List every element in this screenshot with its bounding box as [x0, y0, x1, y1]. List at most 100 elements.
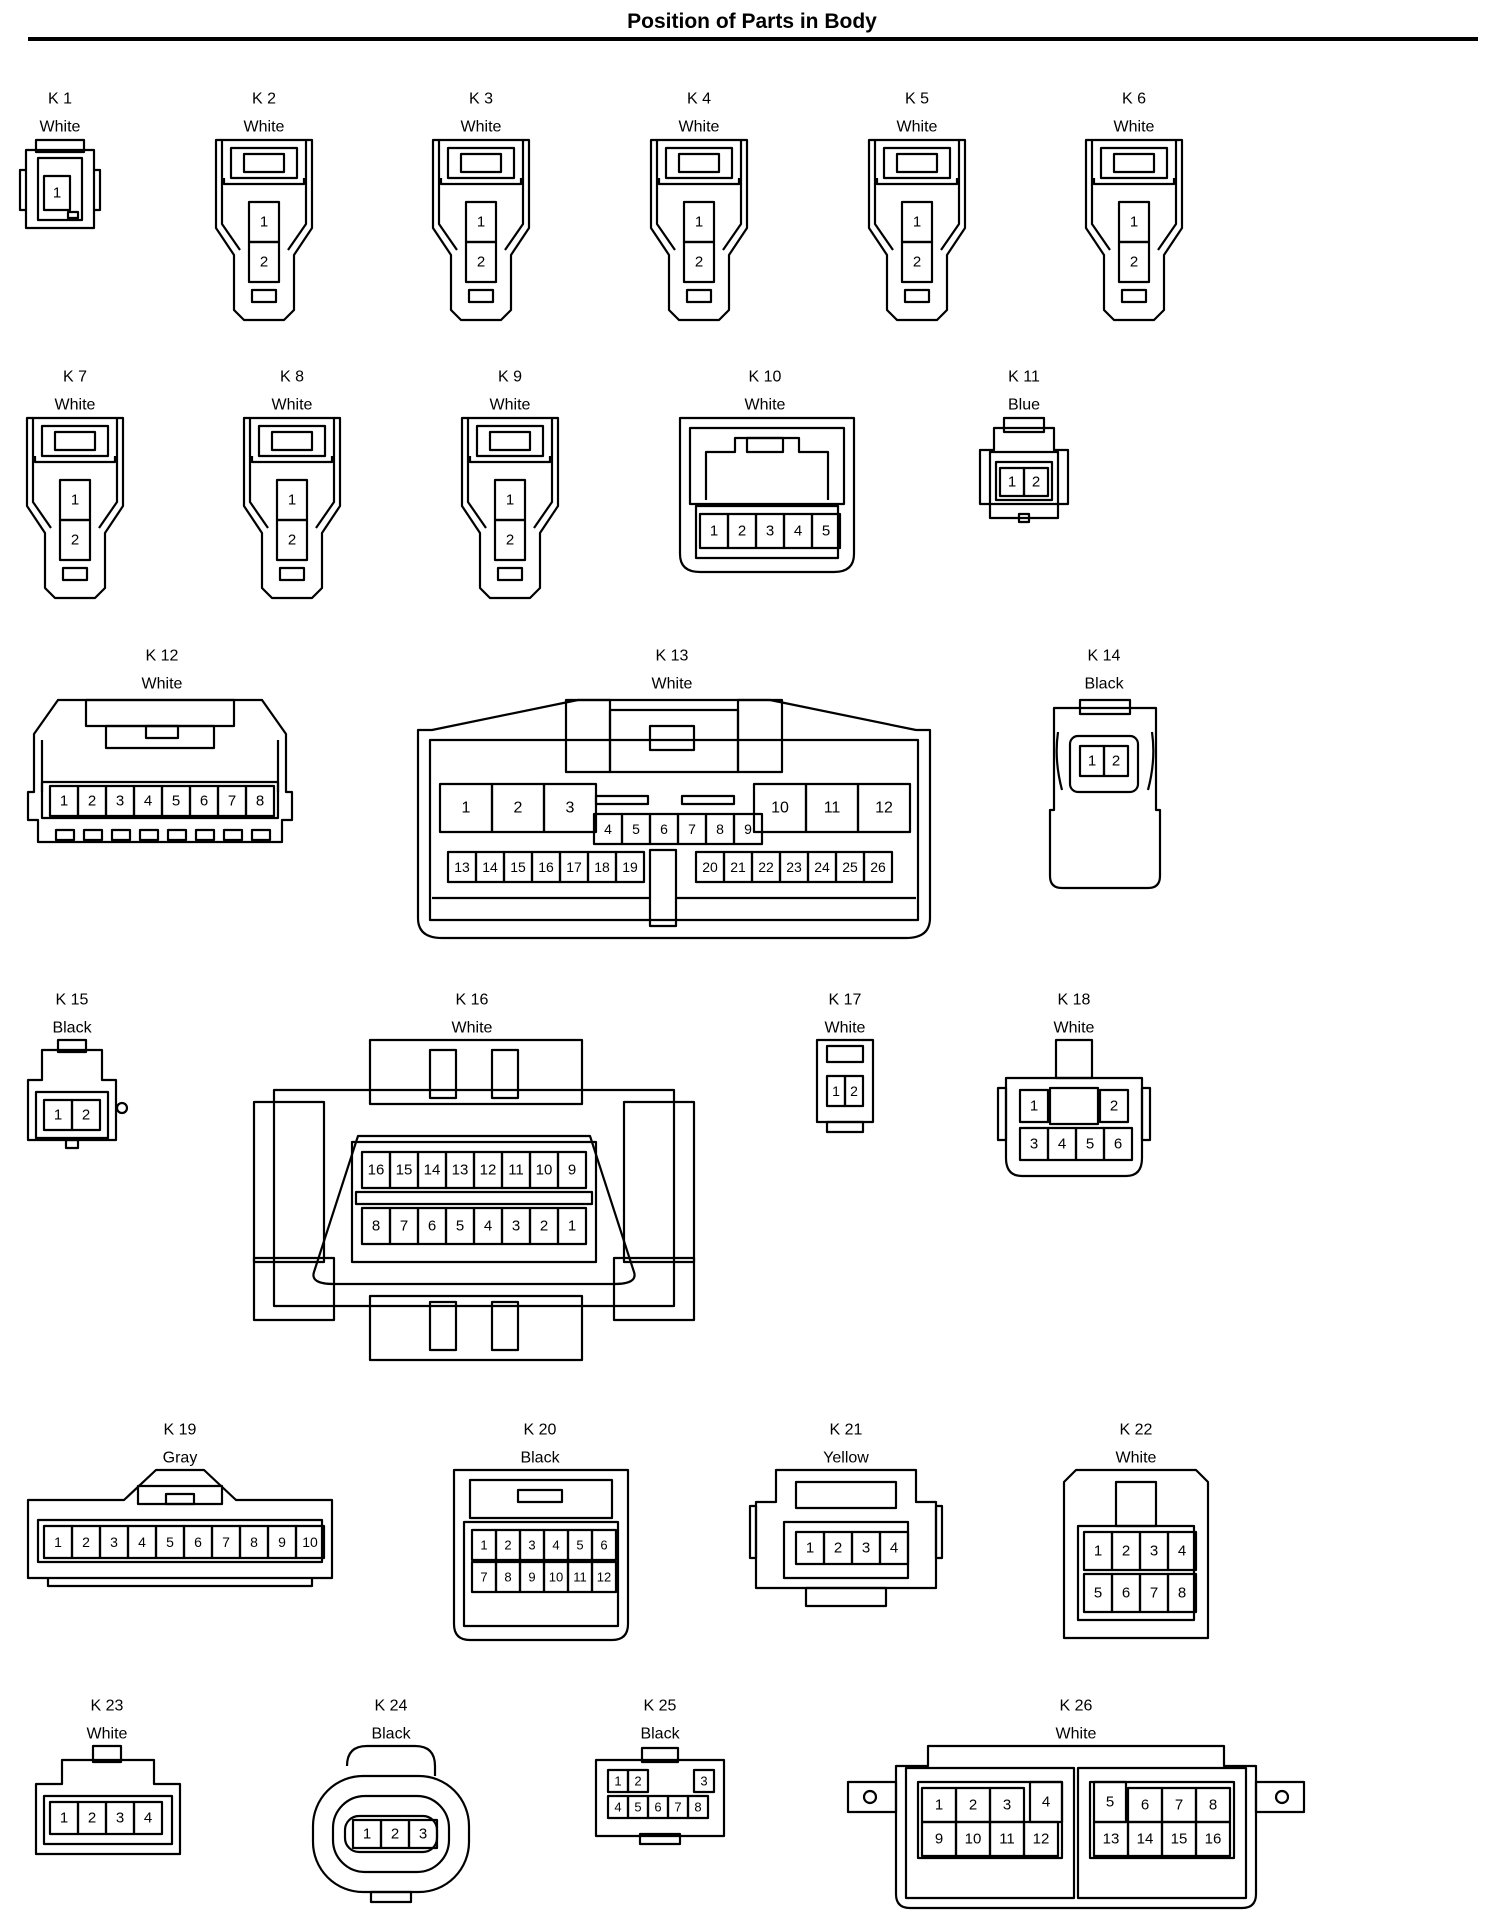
connector-outline: [64, 1138, 80, 1150]
connector-outline: [34, 1758, 182, 1856]
pin-number: 2: [82, 1107, 90, 1124]
connector-id-label: K 7: [63, 369, 87, 386]
pin-number: 4: [794, 523, 802, 540]
pin-number: 10: [536, 1162, 553, 1179]
pin-number: 2: [391, 1826, 399, 1843]
connector-outline: [220, 140, 241, 251]
connector-outline: [978, 426, 1070, 520]
pin-number: 7: [1175, 1797, 1183, 1814]
connector-outline: [688, 426, 846, 506]
connector-color-label: Black: [640, 1726, 680, 1743]
pin-cell: [590, 1560, 618, 1594]
pin-number: 2: [969, 1797, 977, 1814]
connector-outline: [278, 566, 306, 582]
connector-outline: [250, 456, 334, 464]
connector-outline: [1112, 152, 1156, 174]
connector-outline: [287, 140, 308, 251]
pin-number: 2: [88, 1810, 96, 1827]
pin-number: 20: [702, 859, 718, 875]
pin-number: 1: [832, 1083, 840, 1099]
pin-number: 4: [1058, 1136, 1066, 1153]
pin-number: 1: [1088, 753, 1096, 770]
pin-number: 1: [477, 214, 485, 231]
connector-outline: [428, 1300, 458, 1352]
connector-outline: [490, 1300, 520, 1352]
connector-outline: [56, 1038, 88, 1054]
pin-number: 1: [913, 214, 921, 231]
pin-number: 13: [452, 1162, 469, 1179]
pin-number: 8: [1209, 1797, 1217, 1814]
connector-outline: [1062, 1468, 1210, 1640]
connector-id-label: K 25: [644, 1698, 677, 1715]
connector-outline: [462, 1520, 620, 1628]
pin-number: 12: [875, 800, 893, 817]
pin-number: 7: [688, 821, 696, 837]
connector-outline: [315, 418, 336, 529]
connector-outline: [468, 1478, 614, 1520]
pin-number: 5: [166, 1534, 174, 1550]
connector-outline: [26, 698, 294, 844]
connector-id-label: K 17: [829, 992, 862, 1009]
pin-number: 3: [862, 1540, 870, 1557]
connector-outline: [1048, 706, 1162, 890]
connector-outline: [368, 1294, 584, 1362]
pin-number: 6: [1141, 1797, 1149, 1814]
pin-number: 5: [456, 1218, 464, 1235]
connector-outline: [655, 140, 676, 251]
title-rule: [28, 37, 1478, 41]
pin-cell: [1098, 1088, 1130, 1124]
pin-number: 16: [538, 859, 554, 875]
pin-number: 3: [116, 1810, 124, 1827]
pin-number: 3: [110, 1534, 118, 1550]
connector-outline: [25, 416, 125, 600]
pin-number: 11: [573, 1570, 587, 1585]
pin-number: 1: [506, 492, 514, 509]
connector-outline: [110, 828, 132, 842]
pin-number: 1: [568, 1218, 576, 1235]
connector-outline: [1120, 288, 1148, 304]
connector-id-label: K 12: [146, 648, 179, 665]
connector-outline: [431, 138, 531, 322]
connector-outline: [40, 424, 110, 458]
connector-outline: [1078, 698, 1132, 716]
pin-number: 1: [614, 1774, 621, 1789]
connector-outline: [862, 1789, 878, 1805]
pin-cell: [810, 512, 842, 550]
pin-number: 3: [512, 1218, 520, 1235]
pin-number: 5: [576, 1538, 583, 1553]
connector-id-label: K 4: [687, 91, 711, 108]
connector-outline: [1099, 146, 1169, 180]
connector-outline: [115, 1101, 129, 1115]
pin-number: 9: [935, 1831, 943, 1848]
pin-number: 2: [1032, 474, 1040, 491]
pin-number: 1: [71, 492, 79, 509]
connector-outline: [446, 146, 516, 180]
pin-cell: [407, 1818, 439, 1850]
connector-outline: [1076, 1766, 1248, 1900]
pin-cell: [556, 1206, 588, 1246]
pin-cell: [1022, 466, 1050, 498]
connector-id-label: K 10: [749, 369, 782, 386]
connector-id-label: K 23: [91, 1698, 124, 1715]
pin-cell: [70, 1098, 102, 1132]
connector-outline: [745, 436, 785, 454]
pin-number: 9: [528, 1570, 535, 1585]
connector-outline: [988, 450, 1060, 506]
pin-number: 16: [1205, 1831, 1222, 1848]
pin-number: 4: [614, 1800, 621, 1815]
connector-outline: [452, 1468, 630, 1642]
connector-id-label: K 5: [905, 91, 929, 108]
pin-number: 2: [738, 523, 746, 540]
connector-outline: [460, 416, 560, 600]
connector-id-label: K 8: [280, 369, 304, 386]
connector-outline: [1254, 1780, 1306, 1814]
